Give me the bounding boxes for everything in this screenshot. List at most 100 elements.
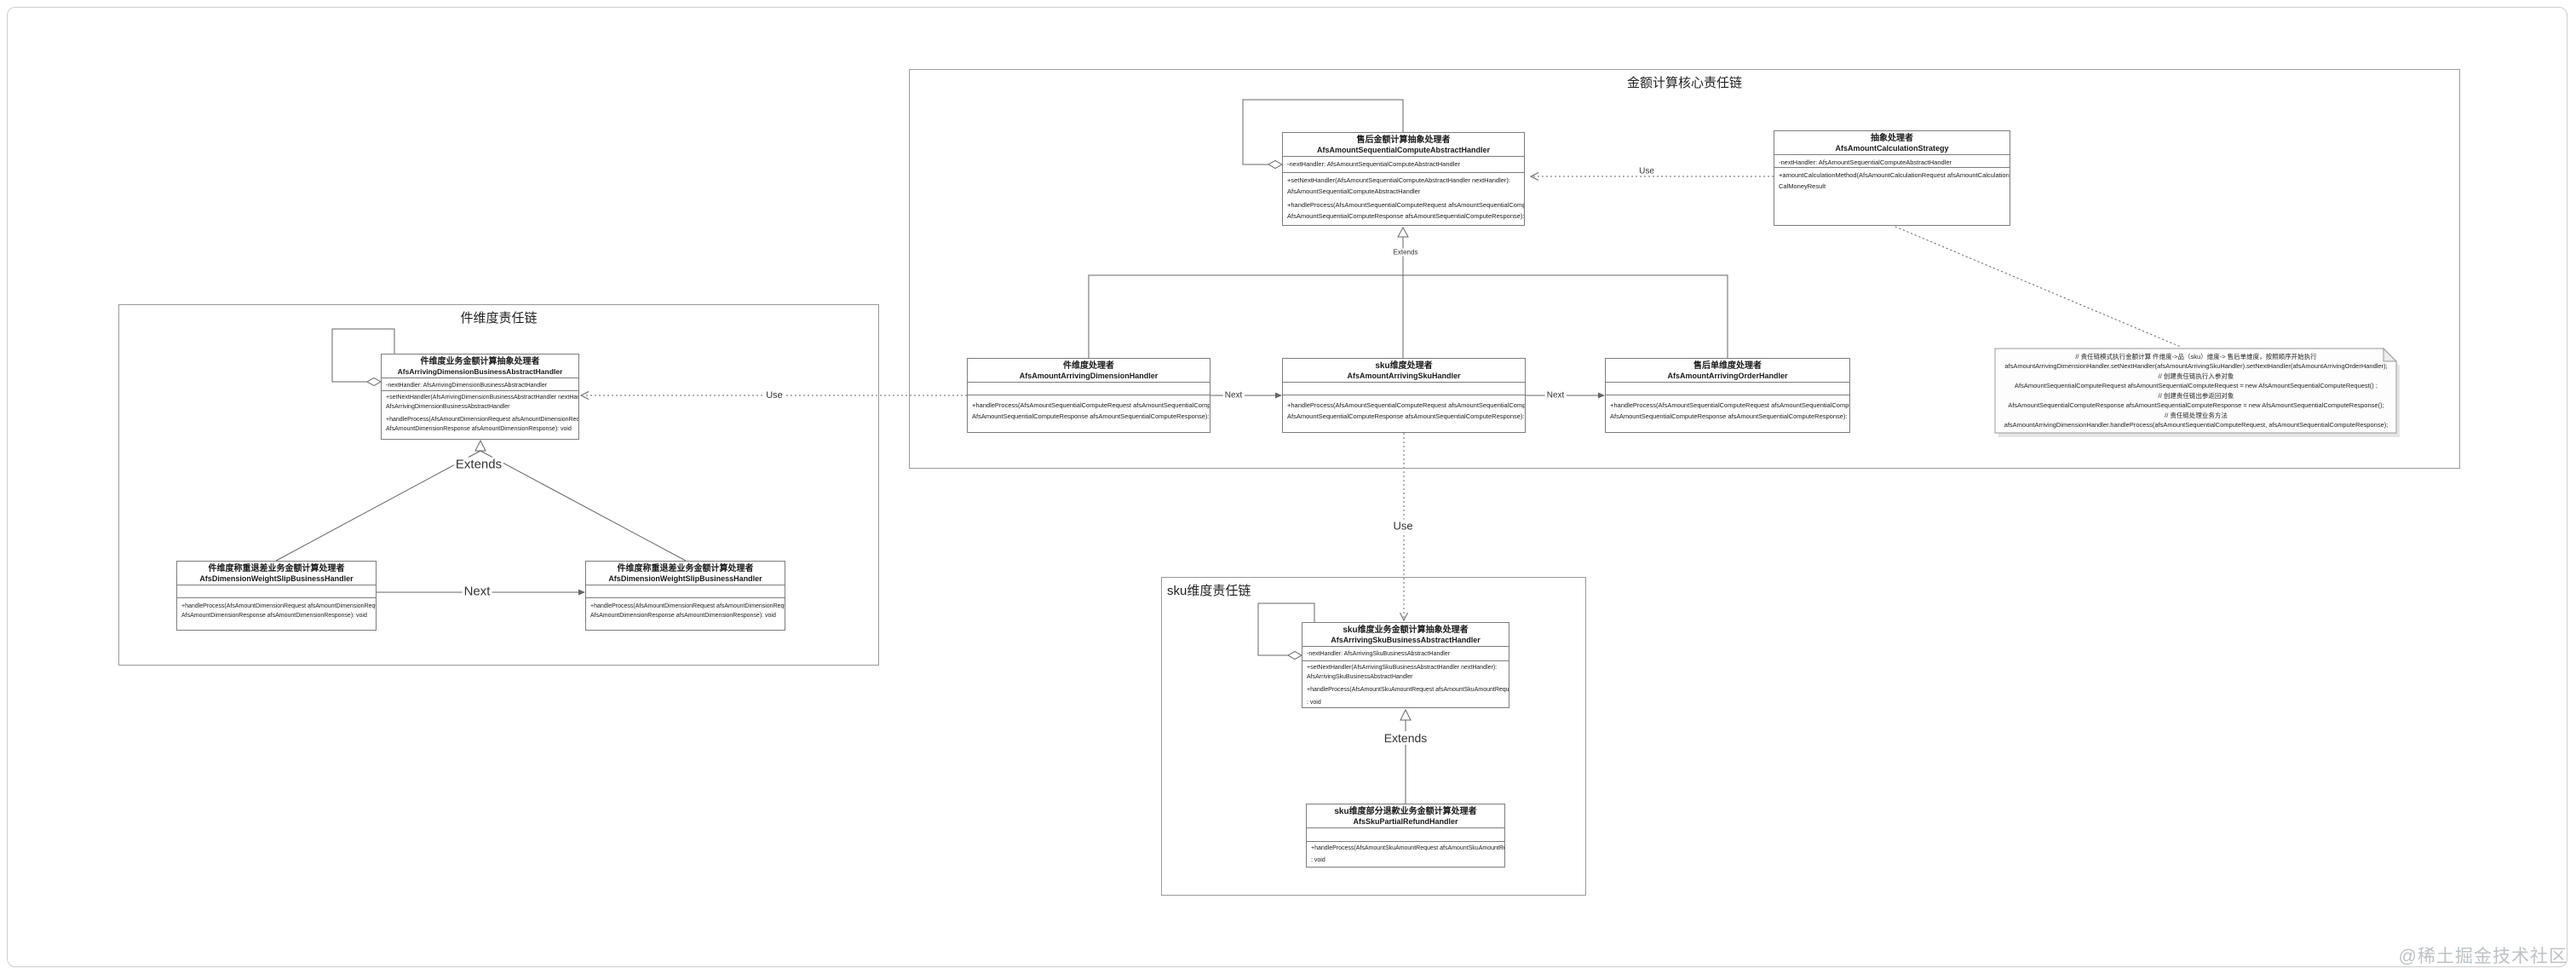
method-line: +handleProcess(AfsAmountDimensionRequest… <box>181 603 376 609</box>
method-line: +handleProcess(AfsAmountSequentialComput… <box>1610 401 1849 409</box>
class-afs-amount-arriving-dimension-handler: 件维度处理者 AfsAmountArrivingDimensionHandler… <box>967 358 1210 433</box>
method-line: AfsAmountDimensionResponse afsAmountDime… <box>386 426 572 432</box>
class-fields: -nextHandler: AfsAmountSequentialCompute… <box>1774 154 2010 167</box>
edge-label-use-sku-chain: Use <box>1391 519 1415 533</box>
method-line: +setNextHandler(AfsAmountSequentialCompu… <box>1287 176 1511 184</box>
class-title: 售后单维度处理者 AfsAmountArrivingOrderHandler <box>1606 359 1849 382</box>
edge-label-next-weight-slip: Next <box>462 584 492 599</box>
method-line: AfsAmountSequentialComputeResponse afsAm… <box>1287 212 1524 220</box>
class-name-cn: 件维度称重退差业务金额计算处理者 <box>617 564 754 574</box>
edge-label-extends-core: Extends <box>1391 248 1420 257</box>
extends-core-connector <box>1088 226 1728 358</box>
method-line: +handleProcess(AfsAmountSkuAmountRequest… <box>1307 687 1509 693</box>
watermark: @稀土掘金技术社区 <box>2398 947 2567 966</box>
class-name-en: AfsArrivingSkuBusinessAbstractHandler <box>1331 636 1481 644</box>
field-line: -nextHandler: AfsAmountSequentialCompute… <box>1287 160 1461 168</box>
class-fields <box>586 585 785 597</box>
method-line: AfsAmountDimensionResponse afsAmountDime… <box>590 613 776 619</box>
method-line: AfsArrivingSkuBusinessAbstractHandler <box>1307 674 1413 680</box>
class-afs-amount-sequential-compute-abstract-handler: 售后金额计算抽象处理者 AfsAmountSequentialComputeAb… <box>1282 132 1525 226</box>
class-name-en: AfsDimensionWeightSlipBusinessHandler <box>608 574 762 583</box>
class-title: sku维度部分退款业务金额计算处理者 AfsSkuPartialRefundHa… <box>1307 804 1504 827</box>
image-border <box>7 7 2567 967</box>
class-title: sku维度处理者 AfsAmountArrivingSkuHandler <box>1283 359 1525 382</box>
container-core-chain: 金额计算核心责任链 <box>909 69 2460 469</box>
method-line: AfsArrivingDimensionBusinessAbstractHand… <box>386 404 510 410</box>
method-line: AfsAmountSequentialComputeAbstractHandle… <box>1287 187 1421 195</box>
note-line: // 责任链模式执行金额计算 件维度->品（sku）维度-> 售后单维度，按照顺… <box>2075 352 2317 360</box>
method-line: AfsAmountSequentialComputeResponse afsAm… <box>1610 412 1849 420</box>
edge-label-extends-dimension: Extends <box>453 457 504 472</box>
edge-label-next-dimension-sku: Next <box>1222 390 1245 401</box>
class-title: 件维度称重退差业务金额计算处理者 AfsDimensionWeightSlipB… <box>586 562 785 585</box>
container-core-title: 金额计算核心责任链 <box>1626 76 1742 90</box>
class-name-en: AfsArrivingDimensionBusinessAbstractHand… <box>397 367 563 376</box>
method-line: : void <box>1307 700 1321 706</box>
class-name-en: AfsAmountArrivingDimensionHandler <box>1019 372 1159 380</box>
class-name-cn: 件维度业务金额计算抽象处理者 <box>420 357 540 366</box>
field-line: -nextHandler: AfsAmountSequentialCompute… <box>1779 159 1952 166</box>
method-line: AfsAmountSequentialComputeResponse afsAm… <box>1287 412 1525 420</box>
method-line: : void <box>1311 857 1325 863</box>
method-line: CalMoneyResult <box>1779 182 1826 190</box>
note-line: // 责任链处理业务方法 <box>2165 411 2228 419</box>
class-name-cn: sku维度部分退款业务金额计算处理者 <box>1334 807 1477 816</box>
class-afs-amount-calculation-strategy: 抽象处理者 AfsAmountCalculationStrategy -next… <box>1774 130 2010 226</box>
class-title: 件维度业务金额计算抽象处理者 AfsArrivingDimensionBusin… <box>382 355 578 378</box>
class-fields: -nextHandler: AfsArrivingDimensionBusine… <box>382 378 578 390</box>
edge-label-use-strategy: Use <box>1637 166 1656 176</box>
method-line: +handleProcess(AfsAmountSequentialComput… <box>972 401 1210 409</box>
class-fields: -nextHandler: AfsAmountSequentialCompute… <box>1283 156 1524 172</box>
use-strategy-connector <box>1529 172 1774 181</box>
class-name-cn: sku维度处理者 <box>1375 361 1433 371</box>
class-name-en: AfsAmountArrivingSkuHandler <box>1347 372 1461 380</box>
method-line: +setNextHandler(AfsArrivingDimensionBusi… <box>386 395 578 401</box>
class-fields <box>968 382 1210 395</box>
class-afs-sku-partial-refund-handler: sku维度部分退款业务金额计算处理者 AfsSkuPartialRefundHa… <box>1306 804 1505 868</box>
use-dimension-chain-connector <box>579 391 967 400</box>
note-line: // 创建责任链出参返回对象 <box>2158 391 2234 400</box>
class-methods: +handleProcess(AfsAmountSequentialComput… <box>968 395 1210 432</box>
edge-label-next-sku-order: Next <box>1544 390 1567 401</box>
class-title: 件维度称重退差业务金额计算处理者 AfsDimensionWeightSlipB… <box>177 562 376 585</box>
class-name-en: AfsSkuPartialRefundHandler <box>1353 817 1458 826</box>
class-name-cn: 件维度称重退差业务金额计算处理者 <box>208 564 345 574</box>
extends-dimension-connector <box>275 439 687 562</box>
class-fields: -nextHandler: AfsArrivingSkuBusinessAbst… <box>1302 646 1509 660</box>
class-fields <box>1307 827 1504 841</box>
edge-label-extends-sku-refund: Extends <box>1382 731 1429 745</box>
class-name-en: AfsDimensionWeightSlipBusinessHandler <box>199 574 354 583</box>
edge-label-use-dimension-chain: Use <box>764 390 785 401</box>
class-name-cn: 售后单维度处理者 <box>1693 361 1762 371</box>
method-line: +handleProcess(AfsAmountDimensionRequest… <box>590 603 785 609</box>
container-dimension-title: 件维度责任链 <box>460 311 538 326</box>
self-aggregation-dimension-abstract <box>331 328 395 387</box>
class-afs-arriving-dimension-business-abstract-handler: 件维度业务金额计算抽象处理者 AfsArrivingDimensionBusin… <box>381 354 579 440</box>
container-sku-title: sku维度责任链 <box>1167 584 1251 598</box>
note-line: afsAmountArrivingDimensionHandler.setNex… <box>2004 362 2388 370</box>
class-name-cn: 抽象处理者 <box>1871 134 1913 143</box>
class-afs-arriving-sku-business-abstract-handler: sku维度业务金额计算抽象处理者 AfsArrivingSkuBusinessA… <box>1302 622 1509 708</box>
method-line: +amountCalculationMethod(AfsAmountCalcul… <box>1779 171 2010 179</box>
class-afs-dimension-weight-slip-business-handler-2: 件维度称重退差业务金额计算处理者 AfsDimensionWeightSlipB… <box>585 561 785 631</box>
class-afs-amount-arriving-order-handler: 售后单维度处理者 AfsAmountArrivingOrderHandler +… <box>1605 358 1850 433</box>
class-name-cn: 售后金额计算抽象处理者 <box>1356 135 1451 145</box>
class-afs-amount-arriving-sku-handler: sku维度处理者 AfsAmountArrivingSkuHandler +ha… <box>1282 358 1526 433</box>
container-dimension-chain: 件维度责任链 <box>118 304 879 666</box>
class-methods: +handleProcess(AfsAmountSequentialComput… <box>1606 395 1849 432</box>
class-title: 售后金额计算抽象处理者 AfsAmountSequentialComputeAb… <box>1283 133 1524 156</box>
class-methods: +handleProcess(AfsAmountSequentialComput… <box>1283 395 1525 432</box>
class-name-cn: 件维度处理者 <box>1063 361 1114 371</box>
method-line: AfsAmountSequentialComputeResponse afsAm… <box>972 412 1210 420</box>
method-line: +handleProcess(AfsAmountSequentialComput… <box>1287 201 1524 209</box>
class-methods: +setNextHandler(AfsArrivingSkuBusinessAb… <box>1302 660 1509 707</box>
class-fields <box>1283 382 1525 395</box>
self-aggregation-compute-abstract <box>1242 99 1404 170</box>
strategy-note-connector <box>1895 226 2182 348</box>
code-note-text: // 责任链模式执行金额计算 件维度->品（sku）维度-> 售后单维度，按照顺… <box>1998 350 2395 431</box>
class-methods: +handleProcess(AfsAmountDimensionRequest… <box>177 597 376 630</box>
class-fields <box>1606 382 1849 395</box>
field-line: -nextHandler: AfsArrivingDimensionBusine… <box>386 383 548 389</box>
